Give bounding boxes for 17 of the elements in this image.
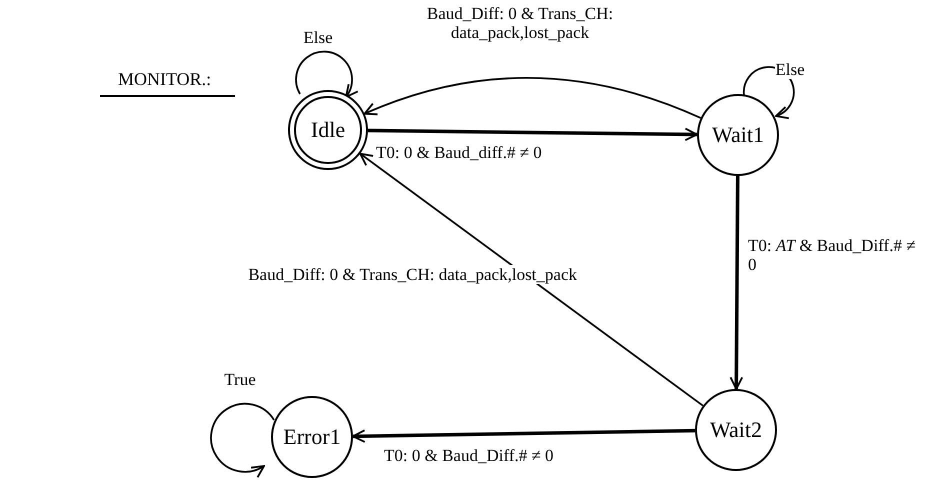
- self-loop-arrow: [210, 402, 275, 478]
- self-loop-arrow: [295, 50, 358, 98]
- diagram-title: MONITOR.:: [118, 70, 212, 88]
- transition-arrow: [730, 176, 744, 390]
- edge-label: T0: 0 & Baud_diff.# ≠ 0: [376, 143, 543, 162]
- state-label: Wait1: [712, 124, 764, 146]
- edge-label: Else: [774, 60, 806, 79]
- state-label: Idle: [310, 119, 346, 141]
- state-label: Error1: [283, 426, 341, 448]
- edge-label: Baud_Diff: 0 & Trans_CH: data_pack,lost_pack: [247, 265, 577, 284]
- edge-label: Baud_Diff: 0 & Trans_CH: data_pack,lost_pack: [426, 4, 614, 42]
- transition-arrow: [352, 428, 696, 443]
- transition-arrow: [364, 77, 702, 119]
- transition-arrow: [368, 128, 698, 142]
- transition-arrow: [359, 152, 704, 406]
- edge-label: T0: 0 & Baud_Diff.# ≠ 0: [384, 446, 555, 465]
- state-label: Wait2: [710, 419, 762, 441]
